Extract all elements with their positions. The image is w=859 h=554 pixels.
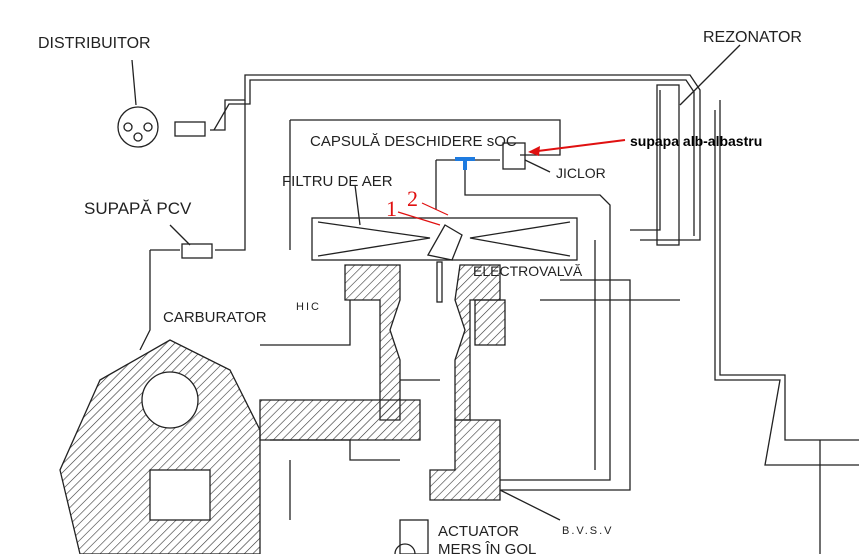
engine xyxy=(59,339,261,554)
label-actuator: ACTUATOR xyxy=(438,523,519,540)
distributor xyxy=(117,59,206,148)
label-electrovalva: ELECTROVALVĂ xyxy=(473,263,583,279)
label-supapa-alb-albastru: supapa alb-albastru xyxy=(630,133,762,149)
idle-actuator xyxy=(394,519,429,554)
label-hic: HIC xyxy=(296,301,321,313)
label-rezonator: REZONATOR xyxy=(703,29,802,46)
vacuum-hoses xyxy=(139,74,859,554)
marker-1: 1 xyxy=(386,196,397,221)
label-bvsv: B.V.S.V xyxy=(562,525,614,537)
label-mers-in-gol: MERS ÎN GOL xyxy=(438,541,536,554)
label-distribuitor: DISTRIBUITOR xyxy=(38,35,151,52)
resonator xyxy=(656,84,680,246)
air-filter xyxy=(311,184,578,261)
carburetor xyxy=(259,224,506,501)
pcv-valve xyxy=(169,224,213,259)
label-carburator: CARBURATOR xyxy=(163,309,267,326)
label-capsula: CAPSULĂ DESCHIDERE sOC xyxy=(310,133,517,150)
blue-tee-connector xyxy=(455,157,475,170)
annotation-arrows xyxy=(397,139,626,226)
label-supapa-pcv: SUPAPĂ PCV xyxy=(84,199,192,218)
label-filtru: FILTRU DE AER xyxy=(282,173,393,190)
marker-2: 2 xyxy=(407,186,418,211)
label-jiclor: JICLOR xyxy=(556,165,606,181)
white-blue-valve xyxy=(502,142,526,170)
